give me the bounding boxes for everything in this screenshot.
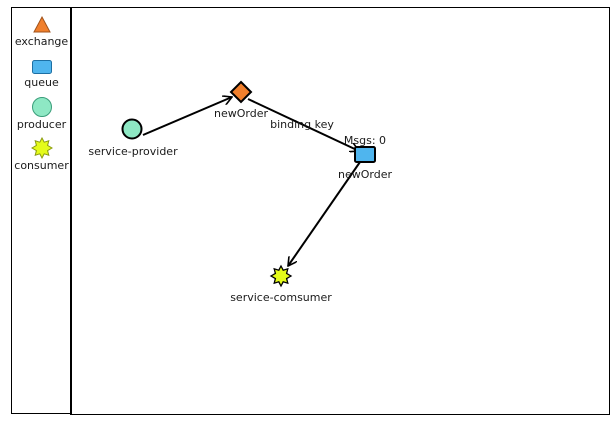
node-consumer[interactable]: service-comsumer — [230, 264, 332, 304]
legend-item-producer[interactable]: producer — [12, 96, 71, 131]
node-exchange[interactable]: newOrder — [214, 80, 268, 120]
node-queue[interactable]: Msgs: 0 newOrder — [338, 134, 392, 181]
node-producer[interactable]: service-provider — [88, 118, 178, 159]
queue-node-label: newOrder — [338, 168, 392, 181]
triangle-icon — [32, 15, 51, 33]
circle-icon — [31, 97, 52, 117]
legend-label-exchange: exchange — [14, 35, 69, 48]
queue-node-icon — [354, 146, 376, 163]
diagram-canvas[interactable]: service-provider newOrder binding key Ms… — [70, 7, 610, 415]
producer-node-label: service-provider — [88, 145, 178, 158]
legend-label-queue: queue — [24, 76, 59, 89]
legend-item-exchange[interactable]: exchange — [12, 15, 71, 48]
legend-label-consumer: consumer — [14, 159, 69, 172]
legend-panel: exchange queue producer consumer — [11, 7, 70, 414]
exchange-node-icon — [229, 80, 253, 104]
rectangle-icon — [31, 60, 52, 74]
legend-item-queue[interactable]: queue — [12, 58, 71, 89]
consumer-node-label: service-comsumer — [230, 291, 332, 304]
edge-exchange-to-queue[interactable] — [247, 98, 359, 151]
topology-graph: service-provider newOrder binding key Ms… — [88, 80, 392, 304]
legend-item-consumer[interactable]: consumer — [12, 137, 71, 172]
consumer-node-icon — [269, 264, 293, 288]
producer-node-icon — [121, 118, 143, 140]
binding-key-label: binding key — [270, 118, 334, 131]
edge-queue-to-consumer[interactable] — [288, 161, 361, 266]
legend-label-producer: producer — [16, 118, 67, 131]
exchange-node-label: newOrder — [214, 107, 268, 120]
edge-producer-to-exchange[interactable] — [142, 97, 232, 136]
queue-msgs-count: Msgs: 0 — [344, 134, 386, 147]
starburst-icon — [30, 137, 53, 159]
